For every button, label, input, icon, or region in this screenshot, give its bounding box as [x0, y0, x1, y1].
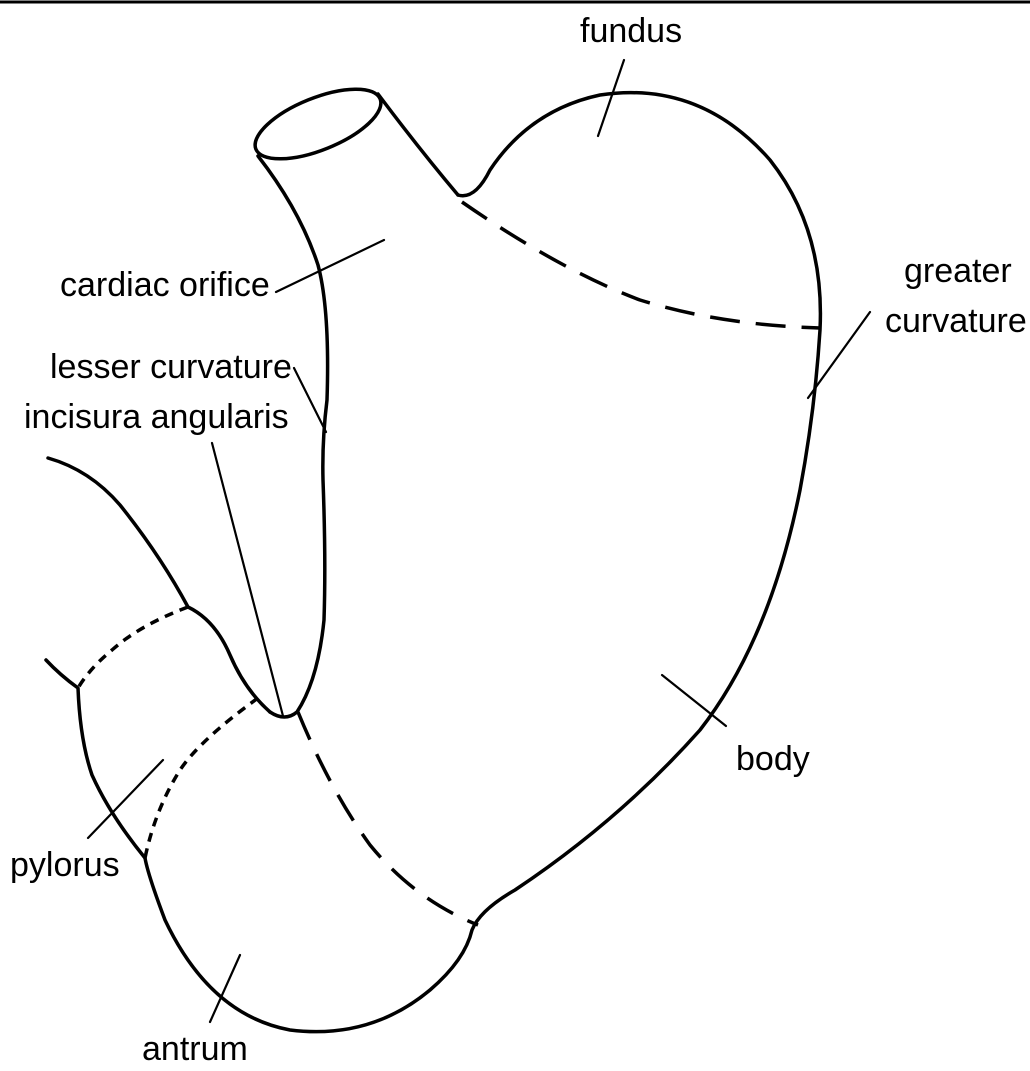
- label-antrum: antrum: [142, 1030, 248, 1068]
- label-lesser-curvature: lesser curvature: [50, 348, 292, 386]
- duodenum-upper-outline: [48, 458, 270, 712]
- region-boundaries: [78, 202, 820, 925]
- duodenum-boundary-dashed: [78, 607, 188, 688]
- label-incisura-angularis: incisura angularis: [24, 398, 289, 436]
- stomach-outline: [46, 75, 820, 1032]
- incisura-angularis-leader: [212, 443, 283, 716]
- pylorus-outline: [46, 660, 145, 858]
- label-body: body: [736, 740, 810, 778]
- lesser-curvature-leader: [294, 368, 326, 432]
- fundus-leader: [598, 60, 624, 136]
- pylorus-leader: [88, 760, 163, 838]
- fundus-boundary-dashed: [462, 202, 820, 328]
- pylorus-boundary-dashed: [145, 698, 258, 858]
- label-pylorus: pylorus: [10, 846, 120, 884]
- label-cardiac-orifice: cardiac orifice: [60, 266, 270, 304]
- body-leader: [662, 675, 726, 726]
- antrum-leader: [210, 955, 240, 1022]
- label-greater-curvature-1: greater: [904, 252, 1012, 290]
- leader-lines: [88, 60, 870, 1022]
- label-fundus: fundus: [580, 12, 682, 50]
- label-greater-curvature-2: curvature: [885, 302, 1027, 340]
- cardiac-orifice-leader: [276, 240, 384, 292]
- lesser-curvature-outline: [258, 156, 328, 717]
- esophagus-opening: [246, 75, 390, 173]
- esophagus-right-wall: [378, 94, 458, 195]
- antrum-boundary-dashed: [298, 712, 478, 925]
- greater-curvature-outline: [145, 93, 820, 1032]
